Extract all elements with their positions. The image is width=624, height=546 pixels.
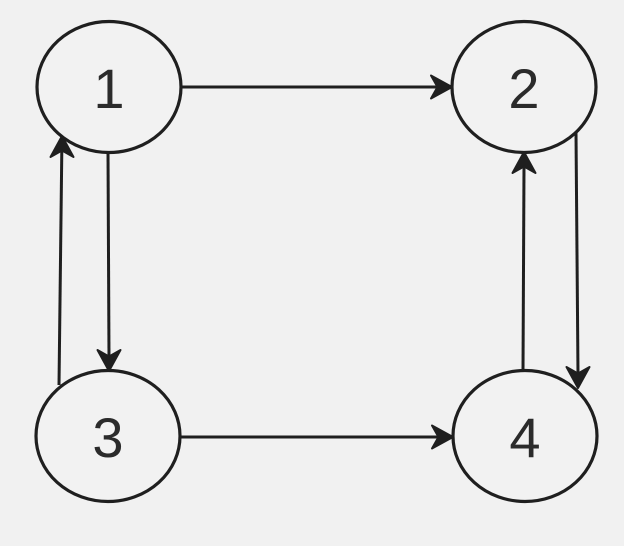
edge-1-2 [181,74,453,100]
edge-1-3-line [106,151,111,358]
edge-3-1-line [57,150,64,386]
edge-1-2-arrowhead-icon [430,74,453,100]
edge-1-3 [96,151,122,372]
edge-3-1-arrowhead-icon [49,135,75,158]
edge-3-4 [180,424,454,450]
node-3-circle [34,368,182,504]
node-1: 1 [35,19,183,155]
node-3: 3 [34,368,182,504]
node-2: 2 [450,19,598,155]
edge-3-1 [49,135,75,386]
edge-1-3-arrowhead-icon [96,349,122,372]
node-4-circle [451,368,599,504]
node-1-circle [35,19,183,155]
edge-2-4 [565,132,591,389]
edge-3-4-arrowhead-icon [431,424,454,450]
node-4-label: 4 [509,406,540,469]
node-4: 4 [451,368,599,504]
edge-2-4-arrowhead-icon [565,366,591,389]
edge-4-2-line [521,166,526,372]
node-1-label: 1 [93,57,124,120]
edge-4-2-arrowhead-icon [511,151,537,174]
node-3-label: 3 [92,406,123,469]
node-2-circle [450,19,598,155]
node-2-label: 2 [508,57,539,120]
nodes-layer: 1 2 3 4 [34,19,599,504]
edges-layer [49,74,591,450]
edge-4-2 [511,151,537,372]
edge-2-4-line [574,132,580,375]
